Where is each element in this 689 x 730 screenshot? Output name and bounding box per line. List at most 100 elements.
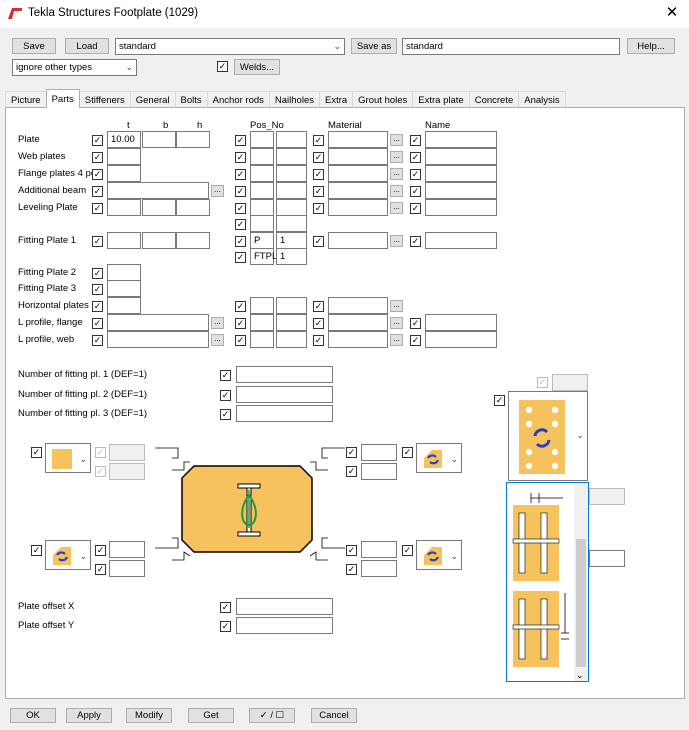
flange-plates-pos-start-input[interactable]	[276, 165, 307, 182]
fitting-plate-1-name-input[interactable]	[425, 232, 497, 249]
leveling-plate-b-input[interactable]	[142, 199, 176, 216]
cancel-button[interactable]: Cancel	[311, 708, 357, 723]
get-button[interactable]: Get	[188, 708, 234, 723]
ok-button[interactable]: OK	[10, 708, 56, 723]
horizontal-plates-material-browse-button[interactable]: ...	[390, 300, 403, 312]
l-profile-flange-pos-prefix-input[interactable]	[250, 314, 274, 331]
close-icon[interactable]: ✕	[665, 4, 679, 21]
plate-material-browse-button[interactable]: ...	[390, 134, 403, 146]
corner-top-right-size2-checkbox[interactable]: ✓	[346, 466, 357, 477]
tab-bolts[interactable]: Bolts	[174, 91, 208, 108]
fitting-plate-1-pos2-prefix-input[interactable]: FTPL	[250, 248, 277, 265]
plate-offset-y-checkbox[interactable]: ✓	[220, 621, 231, 632]
flange-plates-material-checkbox[interactable]: ✓	[313, 169, 324, 180]
fitting-plate-1-name-checkbox[interactable]: ✓	[410, 236, 421, 247]
horizontal-plates-pos-prefix-input[interactable]	[250, 297, 274, 314]
extra-pos-start-input[interactable]	[276, 215, 307, 232]
fitting-2-count-checkbox[interactable]: ✓	[220, 390, 231, 401]
l-profile-web-pos-checkbox[interactable]: ✓	[235, 335, 246, 346]
corner-bottom-right-size1-checkbox[interactable]: ✓	[346, 545, 357, 556]
l-profile-web-pos-prefix-input[interactable]	[250, 331, 274, 348]
flange-plates-pos-checkbox[interactable]: ✓	[235, 169, 246, 180]
corner-top-right-size2-input[interactable]	[361, 463, 397, 480]
fitting-plate-1-material-input[interactable]	[328, 232, 388, 249]
hole-pattern-select[interactable]: ⌄	[508, 391, 588, 481]
fitting-plate-1-pos2-start-input[interactable]: 1	[276, 248, 307, 265]
fitting-plate-1-pos-start-input[interactable]: 1	[276, 232, 307, 249]
corner-bottom-left-checkbox[interactable]: ✓	[31, 545, 42, 556]
web-plates-material-browse-button[interactable]: ...	[390, 151, 403, 163]
flange-plates-name-input[interactable]	[425, 165, 497, 182]
web-plates-pos-start-input[interactable]	[276, 148, 307, 165]
fitting-plate-2-checkbox[interactable]: ✓	[92, 268, 103, 279]
corner-top-left-checkbox[interactable]: ✓	[31, 447, 42, 458]
fitting-3-count-input[interactable]	[236, 405, 333, 422]
save-button[interactable]: Save	[12, 38, 56, 54]
preset-select[interactable]: standard ⌄	[115, 38, 345, 55]
list-scrollbar-thumb[interactable]	[576, 539, 586, 667]
fitting-plate-1-pos-checkbox[interactable]: ✓	[235, 236, 246, 247]
hole-pattern-checkbox[interactable]: ✓	[494, 395, 505, 406]
help-button[interactable]: Help...	[627, 38, 675, 54]
additional-beam-material-input[interactable]	[328, 182, 388, 199]
additional-beam-pos-prefix-input[interactable]	[250, 182, 274, 199]
plate-offset-x-checkbox[interactable]: ✓	[220, 602, 231, 613]
fitting-plate-1-checkbox[interactable]: ✓	[92, 236, 103, 247]
horizontal-plates-material-input[interactable]	[328, 297, 388, 314]
web-plates-name-checkbox[interactable]: ✓	[410, 152, 421, 163]
save-as-button[interactable]: Save as	[351, 38, 397, 54]
modify-button[interactable]: Modify	[126, 708, 172, 723]
web-plates-t-input[interactable]	[107, 148, 141, 165]
l-profile-flange-material-checkbox[interactable]: ✓	[313, 318, 324, 329]
l-profile-web-material-input[interactable]	[328, 331, 388, 348]
welds-button[interactable]: Welds...	[234, 59, 280, 75]
leveling-plate-name-input[interactable]	[425, 199, 497, 216]
corner-bottom-right-size2-checkbox[interactable]: ✓	[346, 564, 357, 575]
tab-nailholes[interactable]: Nailholes	[268, 91, 320, 108]
l-profile-web-checkbox[interactable]: ✓	[92, 335, 103, 346]
l-profile-flange-profile-input[interactable]	[107, 314, 209, 331]
additional-beam-checkbox[interactable]: ✓	[92, 186, 103, 197]
horizontal-plates-pos-start-input[interactable]	[276, 297, 307, 314]
plate-name-checkbox[interactable]: ✓	[410, 135, 421, 146]
horizontal-plates-t-input[interactable]	[107, 297, 141, 314]
fitting-1-count-checkbox[interactable]: ✓	[220, 370, 231, 381]
tab-grout-holes[interactable]: Grout holes	[352, 91, 414, 108]
stiffener-dim-2-input[interactable]	[589, 550, 625, 567]
web-plates-checkbox[interactable]: ✓	[92, 152, 103, 163]
corner-top-right-size1-input[interactable]	[361, 444, 397, 461]
additional-beam-profile-input[interactable]	[107, 182, 209, 199]
load-button[interactable]: Load	[65, 38, 109, 54]
additional-beam-profile-browse-button[interactable]: ...	[211, 185, 224, 197]
leveling-plate-material-checkbox[interactable]: ✓	[313, 203, 324, 214]
l-profile-web-pos-start-input[interactable]	[276, 331, 307, 348]
flange-plates-material-browse-button[interactable]: ...	[390, 168, 403, 180]
web-plates-pos-checkbox[interactable]: ✓	[235, 152, 246, 163]
tab-parts[interactable]: Parts	[45, 89, 80, 108]
welds-checkbox[interactable]: ✓	[217, 61, 228, 72]
additional-beam-pos-checkbox[interactable]: ✓	[235, 186, 246, 197]
tab-stiffeners[interactable]: Stiffeners	[78, 91, 131, 108]
fitting-plate-1-b-input[interactable]	[142, 232, 176, 249]
tab-concrete[interactable]: Concrete	[468, 91, 520, 108]
l-profile-web-browse-button[interactable]: ...	[211, 334, 224, 346]
corner-top-right-select[interactable]: ⌄	[416, 443, 462, 473]
extra-pos-checkbox[interactable]: ✓	[235, 219, 246, 230]
fitting-2-count-input[interactable]	[236, 386, 333, 403]
leveling-plate-pos-start-input[interactable]	[276, 199, 307, 216]
horizontal-plates-checkbox[interactable]: ✓	[92, 301, 103, 312]
fitting-plate-1-pos2-checkbox[interactable]: ✓	[235, 252, 246, 263]
flange-plates-t-input[interactable]	[107, 165, 141, 182]
fitting-3-count-checkbox[interactable]: ✓	[220, 409, 231, 420]
plate-checkbox[interactable]: ✓	[92, 135, 103, 146]
toggle-checkboxes-button[interactable]: ✓ / ☐	[249, 708, 295, 723]
corner-bottom-right-checkbox[interactable]: ✓	[402, 545, 413, 556]
plate-offset-y-input[interactable]	[236, 617, 333, 634]
leveling-plate-h-input[interactable]	[176, 199, 210, 216]
corner-bottom-left-size1-checkbox[interactable]: ✓	[95, 545, 106, 556]
l-profile-web-material-checkbox[interactable]: ✓	[313, 335, 324, 346]
additional-beam-pos-start-input[interactable]	[276, 182, 307, 199]
fitting-plate-1-material-checkbox[interactable]: ✓	[313, 236, 324, 247]
l-profile-web-name-input[interactable]	[425, 331, 497, 348]
plate-pos-checkbox[interactable]: ✓	[235, 135, 246, 146]
